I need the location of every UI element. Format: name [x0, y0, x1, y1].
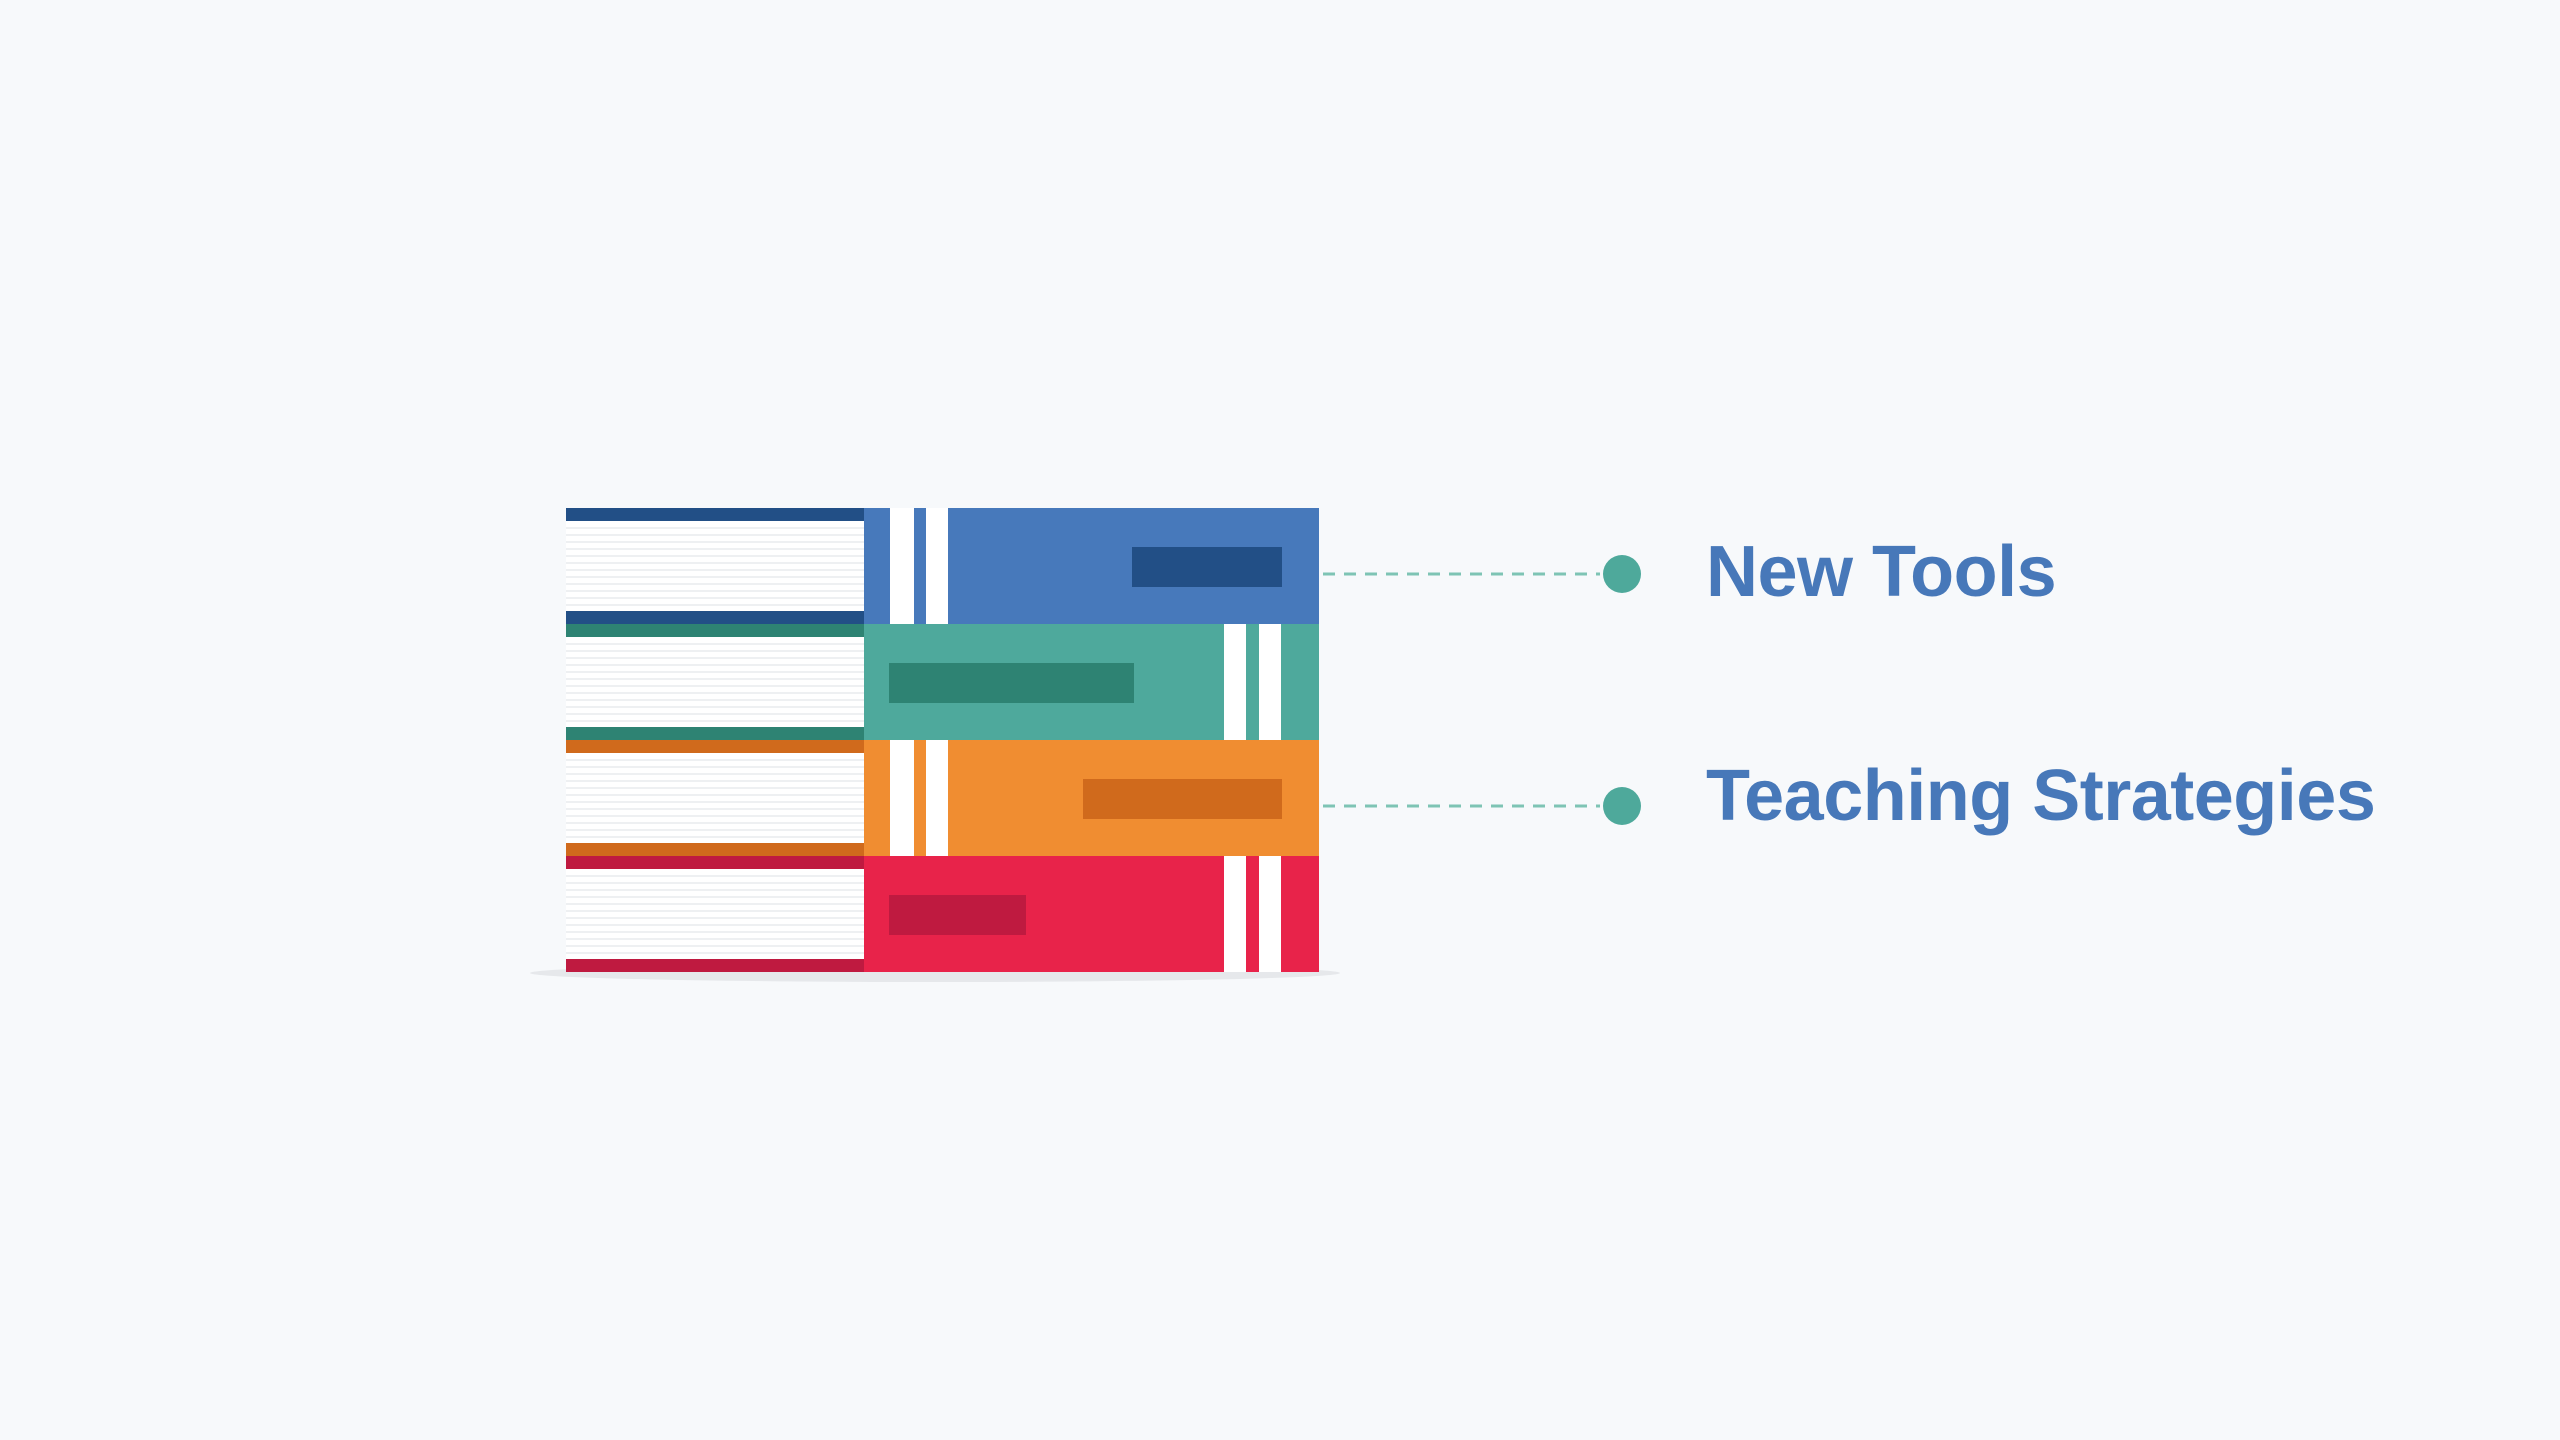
- book-cover-top-edge: [566, 508, 864, 521]
- book-cover-bottom-edge: [566, 959, 864, 972]
- callout-label-new-tools: New Tools: [1706, 532, 2057, 612]
- spine-stripe: [926, 508, 948, 624]
- callout-dot-2: [1603, 787, 1641, 825]
- book-pages: [566, 740, 864, 856]
- book-teal: [566, 624, 1319, 740]
- book-cover-bottom-edge: [566, 727, 864, 740]
- book-cover-bottom-edge: [566, 843, 864, 856]
- spine-stripe: [890, 740, 914, 856]
- book-pages: [566, 508, 864, 624]
- book-cover-top-edge: [566, 856, 864, 869]
- book-orange: [566, 740, 1319, 856]
- spine-label-block: [1132, 547, 1282, 587]
- callout-label-teaching-strategies: Teaching Strategies: [1706, 756, 2376, 836]
- book-pages: [566, 624, 864, 740]
- book-cover-top-edge: [566, 740, 864, 753]
- book-pages: [566, 856, 864, 972]
- spine-stripe: [1259, 856, 1281, 972]
- book-red: [566, 856, 1319, 972]
- spine-stripe: [926, 740, 948, 856]
- book-cover-top-edge: [566, 624, 864, 637]
- callout-dot-1: [1603, 555, 1641, 593]
- spine-label-block: [1083, 779, 1282, 819]
- spine-label-block: [889, 663, 1134, 703]
- spine-stripe: [1224, 856, 1246, 972]
- spine-stripe: [1224, 624, 1246, 740]
- book-cover-bottom-edge: [566, 611, 864, 624]
- spine-stripe: [1259, 624, 1281, 740]
- book-blue: [566, 508, 1319, 624]
- spine-stripe: [890, 508, 914, 624]
- spine-label-block: [889, 895, 1026, 935]
